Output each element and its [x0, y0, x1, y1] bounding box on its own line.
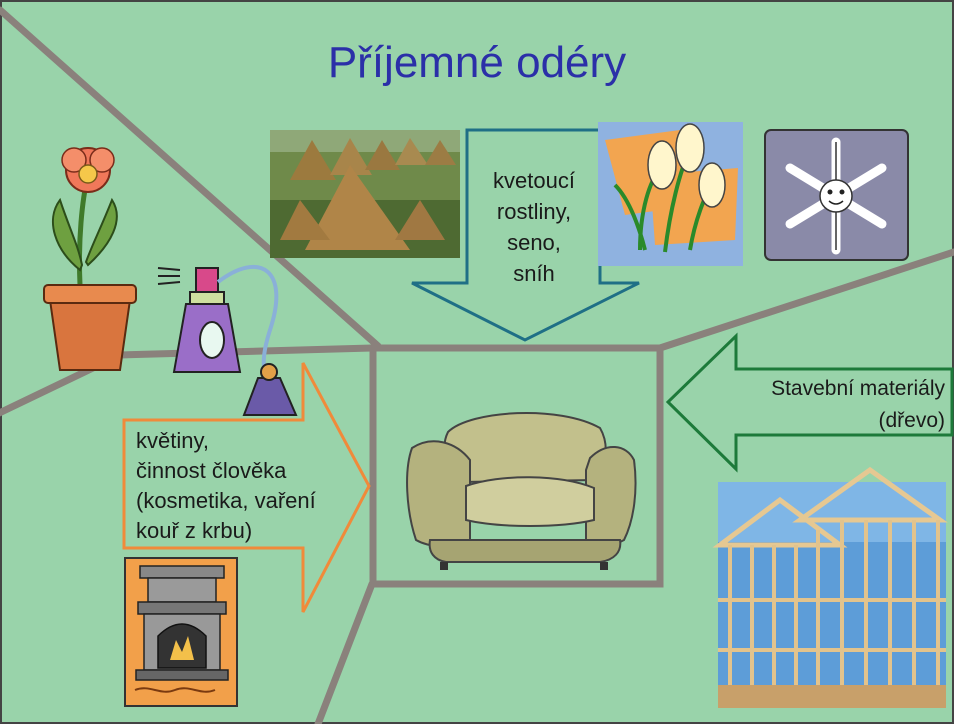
haystacks-photo — [270, 130, 460, 258]
divider-lines — [0, 6, 954, 724]
top-arrow-label-line: rostliny, — [496, 199, 572, 224]
left-arrow-label: květiny, činnost člověka (kosmetika, vař… — [136, 426, 356, 546]
top-arrow-label: kvetoucí rostliny, seno, sníh — [470, 165, 598, 289]
potted-flower-clipart — [43, 147, 137, 371]
perfume-bottle-clipart — [157, 264, 298, 416]
top-arrow-label-line: seno, — [507, 230, 561, 255]
right-arrow-label-line: Stavební materiály — [771, 377, 945, 400]
left-arrow — [122, 362, 371, 613]
left-arrow-label-line: květiny, — [136, 428, 209, 453]
top-arrow-label-line: sníh — [513, 261, 555, 286]
house-frame-photo — [712, 466, 948, 708]
right-arrow-label-line: (dřevo) — [878, 409, 945, 432]
divider-right — [656, 248, 954, 352]
right-arrow — [665, 332, 954, 473]
top-arrow-label-line: kvetoucí — [493, 168, 575, 193]
slide-title: Příjemné odéry — [327, 38, 627, 87]
left-arrow-label-line: (kosmetika, vaření — [136, 488, 316, 513]
divider-bottom — [314, 580, 376, 724]
left-arrow-label-line: činnost člověka — [136, 458, 287, 483]
divider-top-left — [0, 6, 382, 350]
calla-lily-clipart — [598, 122, 743, 266]
fireplace-clipart — [124, 557, 238, 707]
snowflake-clipart — [764, 129, 909, 261]
left-arrow-label-line: kouř z krbu) — [136, 518, 253, 543]
armchair-clipart — [406, 411, 637, 570]
